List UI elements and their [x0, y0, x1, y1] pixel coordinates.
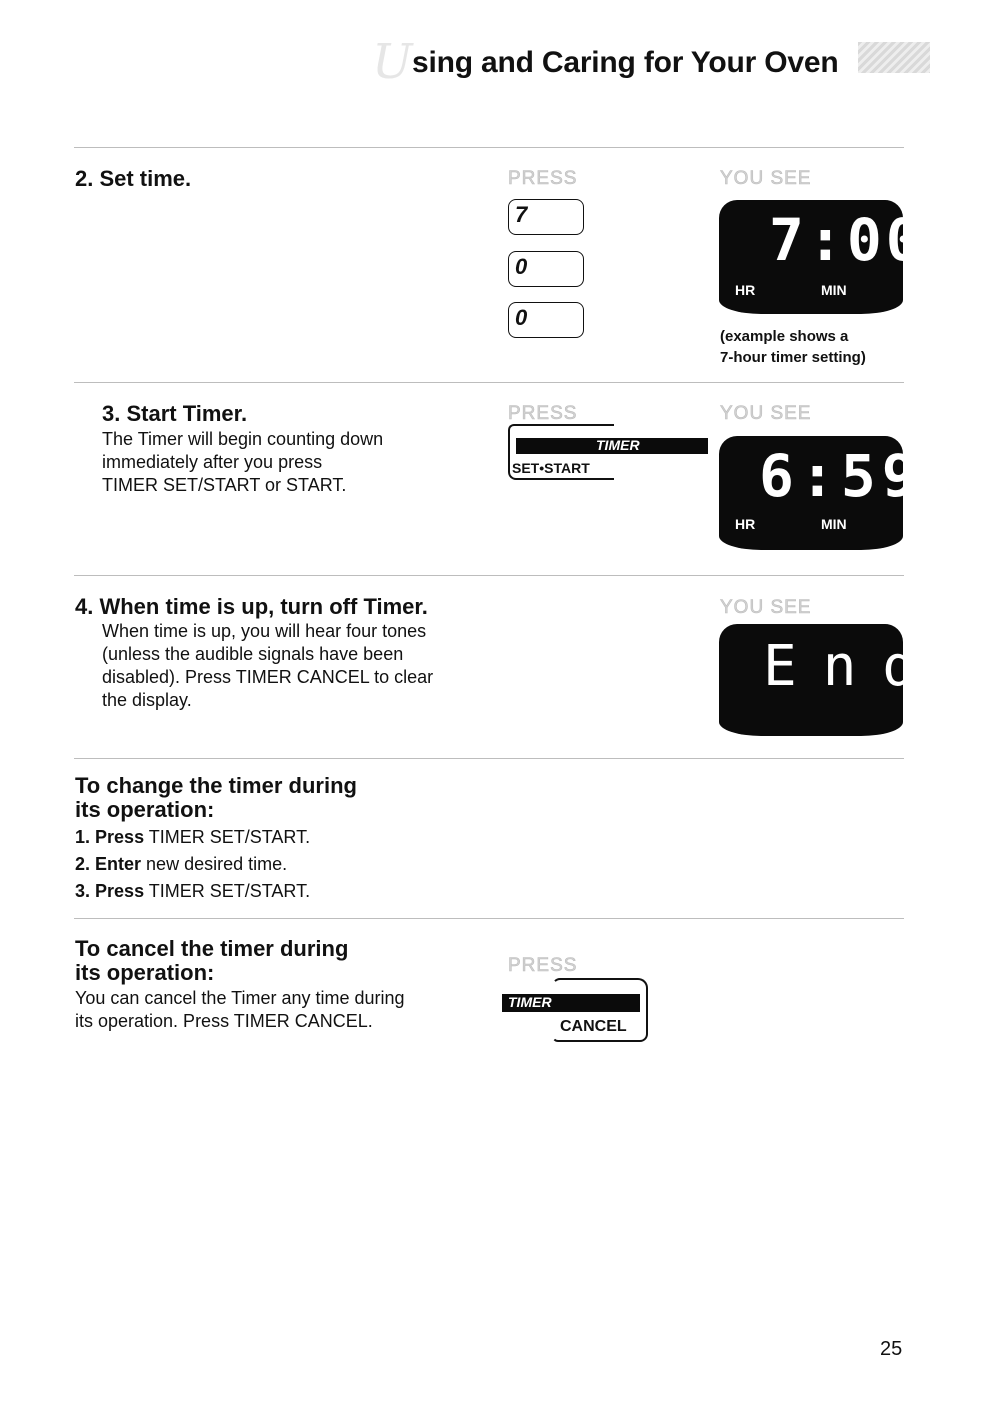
- key-label: 0: [515, 254, 528, 279]
- timer-display-7-00: 7:00 HR MIN: [719, 200, 903, 314]
- section-divider: [74, 918, 904, 919]
- timer-display-6-59: 6:59 HR MIN: [719, 436, 903, 550]
- cancel-heading-line2: its operation:: [75, 960, 215, 985]
- display-hr-label: HR: [735, 516, 756, 532]
- display-min-label: MIN: [821, 282, 847, 298]
- step3-text-line2: immediately after you press: [102, 452, 323, 472]
- step4-you-see-heading: YOU SEE: [720, 597, 812, 619]
- cancel-press-heading: PRESS: [508, 955, 578, 977]
- step4-text-line2: (unless the audible signals have been: [102, 644, 404, 664]
- cancel-text-line1: You can cancel the Timer any time during: [75, 988, 405, 1008]
- cancel-text-line2: its operation. Press TIMER CANCEL.: [75, 1011, 373, 1031]
- display-caption-line1: (example shows a: [720, 328, 849, 345]
- step3-title: 3. Start Timer.: [102, 401, 248, 426]
- header-decorative-swatch: [858, 42, 930, 73]
- change-heading-line2: its operation:: [75, 797, 215, 822]
- section-divider: [74, 758, 904, 759]
- timer-cancel-key[interactable]: TIMER CANCEL: [502, 974, 652, 1044]
- step3-you-see-heading: YOU SEE: [720, 403, 812, 425]
- key-0[interactable]: 0: [508, 251, 584, 287]
- section-divider: [74, 575, 904, 576]
- display-min-label: MIN: [821, 516, 847, 532]
- key-label: 0: [515, 305, 528, 330]
- step4-text-line1: When time is up, you will hear four tone…: [102, 621, 427, 641]
- step4-text-line4: the display.: [102, 690, 192, 710]
- timer-label-bar: TIMER: [502, 994, 640, 1012]
- page-header-title: sing and Caring for Your Oven: [412, 46, 839, 79]
- section-divider: [74, 147, 904, 148]
- display-hr-label: HR: [735, 282, 756, 298]
- key-outline: [508, 424, 614, 480]
- change-heading-line1: To change the timer during: [75, 773, 357, 798]
- timer-display-end: End: [719, 624, 903, 736]
- key-0-second[interactable]: 0: [508, 302, 584, 338]
- cancel-label: CANCEL: [560, 1018, 627, 1035]
- timer-set-start-key[interactable]: TIMER SET•START: [508, 424, 708, 484]
- change-step-2: 2. Enter new desired time.: [75, 854, 288, 874]
- display-text: End: [763, 634, 903, 699]
- key-7[interactable]: 7: [508, 199, 584, 235]
- step3-text-line3: TIMER SET/START or START.: [102, 475, 347, 495]
- header-decorative-initial: U: [372, 34, 413, 90]
- step2-press-heading: PRESS: [508, 168, 578, 190]
- section-divider: [74, 382, 904, 383]
- step4-text-line3: disabled). Press TIMER CANCEL to clear: [102, 667, 434, 687]
- step2-you-see-heading: YOU SEE: [720, 168, 812, 190]
- step4-title: 4. When time is up, turn off Timer.: [75, 594, 428, 619]
- timer-label: TIMER: [596, 437, 640, 453]
- change-step-1: 1. Press TIMER SET/START.: [75, 827, 311, 847]
- change-step-3: 3. Press TIMER SET/START.: [75, 881, 311, 901]
- page-number: 25: [880, 1338, 903, 1360]
- display-digits: 7:00: [769, 206, 903, 274]
- step2-title: 2. Set time.: [75, 166, 192, 191]
- display-caption-line2: 7-hour timer setting): [720, 349, 866, 366]
- display-digits: 6:59: [759, 442, 903, 510]
- key-outline: [552, 978, 648, 1042]
- step3-press-heading: PRESS: [508, 403, 578, 425]
- timer-label-bar: TIMER: [516, 437, 708, 454]
- set-start-label: SET•START: [512, 460, 590, 476]
- key-label: 7: [515, 202, 528, 227]
- timer-label: TIMER: [508, 994, 552, 1010]
- step3-text-line1: The Timer will begin counting down: [102, 429, 384, 449]
- cancel-heading-line1: To cancel the timer during: [75, 936, 349, 961]
